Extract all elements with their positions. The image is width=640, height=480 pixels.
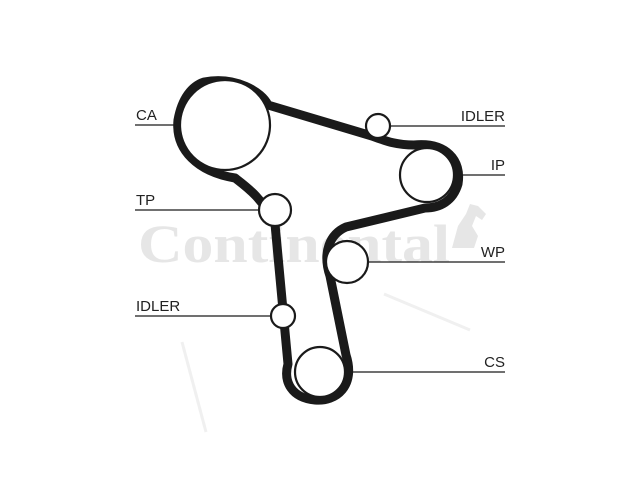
brand-watermark: Continental — [138, 204, 486, 433]
pulleys — [178, 78, 456, 399]
timing-belt — [173, 76, 464, 405]
rearing-horse-icon — [452, 204, 486, 248]
label-cs: CS — [484, 354, 505, 371]
watermark-streak — [180, 341, 208, 433]
label-ip: IP — [491, 157, 505, 174]
label-ca: CA — [136, 107, 157, 124]
label-wp: WP — [481, 244, 505, 261]
component-labels: CA TP IDLER IDLER IP WP CS — [136, 107, 505, 371]
label-idler-left: IDLER — [136, 298, 180, 315]
pulley-wp — [324, 239, 370, 285]
watermark-text: Continental — [138, 214, 450, 274]
label-tp: TP — [136, 192, 155, 209]
pulley-idler-top — [364, 112, 392, 140]
label-idler-right: IDLER — [461, 108, 505, 125]
pulley-idler-bottom — [269, 302, 297, 330]
watermark-streak — [383, 292, 471, 332]
pulley-tp — [257, 192, 293, 228]
pulley-ip — [398, 146, 456, 204]
pulley-cs — [293, 345, 347, 399]
pulley-ca — [178, 78, 272, 172]
